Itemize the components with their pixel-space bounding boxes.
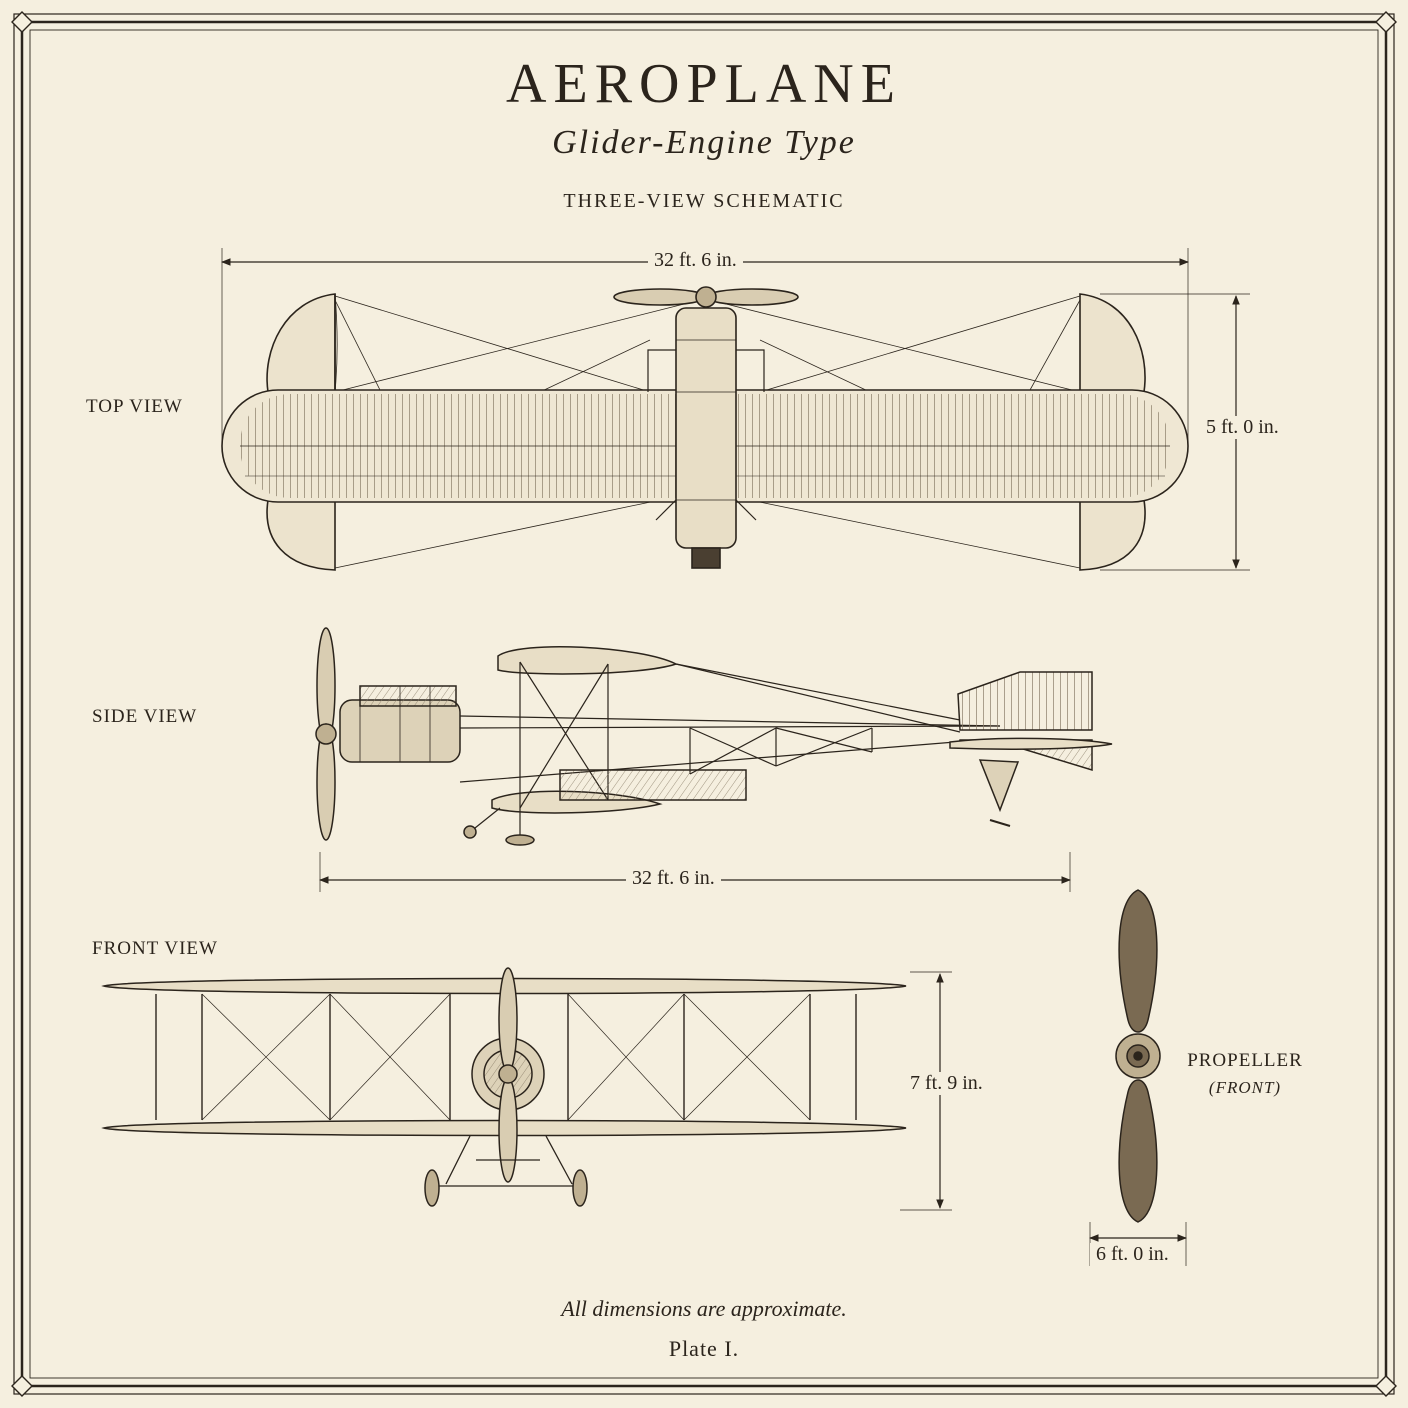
top-view-label: TOP VIEW bbox=[86, 396, 183, 417]
corner-ornaments bbox=[11, 11, 1397, 1397]
dimensions-note: All dimensions are approximate. bbox=[561, 1296, 847, 1321]
propeller-diameter-dimension: 6 ft. 0 in. bbox=[1090, 1243, 1175, 1266]
propeller-label: PROPELLER bbox=[1187, 1050, 1303, 1071]
front-view-label: FRONT VIEW bbox=[92, 938, 218, 959]
page-title: AEROPLANE bbox=[506, 53, 902, 115]
front-view-height-dimension: 7 ft. 9 in. bbox=[904, 1072, 989, 1095]
side-view-label: SIDE VIEW bbox=[92, 706, 198, 727]
side-view-length-dimension: 32 ft. 6 in. bbox=[626, 867, 721, 890]
side-view-drawing bbox=[315, 627, 1113, 846]
top-view-drawing bbox=[221, 286, 1189, 571]
front-view-drawing bbox=[101, 967, 907, 1207]
schematic-caption: THREE-VIEW SCHEMATIC bbox=[563, 190, 845, 212]
propeller-sublabel: (FRONT) bbox=[1208, 1078, 1282, 1097]
top-view-depth-dimension: 5 ft. 0 in. bbox=[1200, 416, 1285, 439]
page-subtitle: Glider-Engine Type bbox=[552, 124, 856, 161]
plate-number: Plate I. bbox=[668, 1336, 740, 1361]
top-view-span-dimension: 32 ft. 6 in. bbox=[648, 249, 743, 272]
propeller-front-drawing bbox=[1115, 889, 1161, 1223]
border-frame bbox=[13, 13, 1395, 1395]
